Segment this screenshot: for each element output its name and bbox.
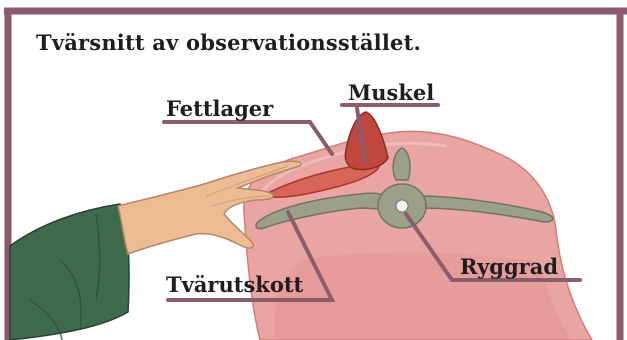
- spinal-canal: [396, 200, 408, 212]
- fat-leader-line: [164, 122, 332, 154]
- label-spine: Ryggrad: [460, 256, 558, 277]
- label-muscle: Muskel: [348, 82, 434, 103]
- label-fat: Fettlager: [166, 98, 273, 119]
- label-process: Tvärutskott: [166, 274, 303, 295]
- figure-title: Tvärsnitt av observationsstället.: [36, 30, 421, 55]
